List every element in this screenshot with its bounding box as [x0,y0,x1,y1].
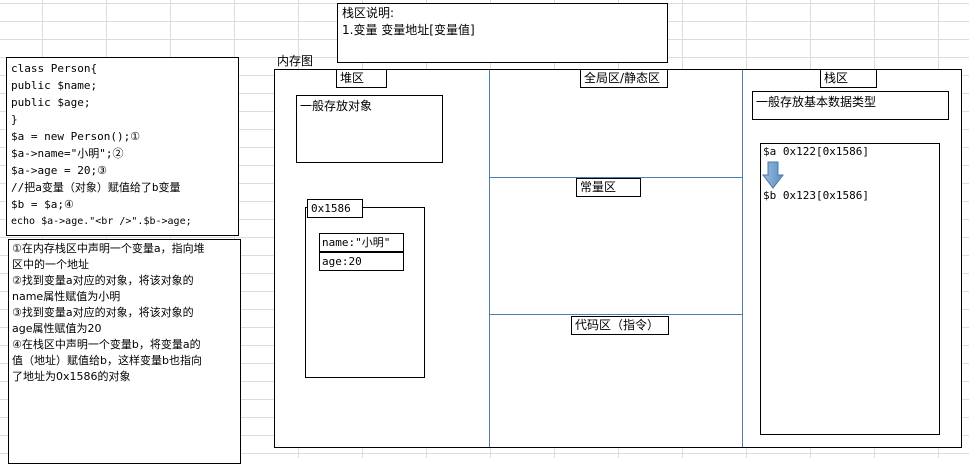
heap-divider [489,70,490,447]
memory-diagram-label: 内存图 [277,54,314,68]
constant-area-title: 常量区 [576,178,641,197]
step-line: ③找到变量a对应的对象，将该对象的 [12,306,194,319]
step-line: ①在内存栈区中声明一个变量a，指向堆 [12,242,205,255]
heap-note: 一般存放对象 [300,99,373,113]
code-line: echo $a->age."<br />".$b->age; [11,216,192,227]
object-field-name-text: name:"小明" [322,236,391,249]
object-field-age-text: age:20 [322,255,362,268]
stack-legend-box: 栈区说明: 1.变量 变量地址[变量值] [337,3,668,63]
stack-note: 一般存放基本数据类型 [756,95,877,109]
step-line: 了地址为0x1586的对象 [12,370,131,383]
code-line: $b = $a;④ [11,198,74,211]
step-line: ②找到变量a对应的对象，将该对象的 [12,274,194,287]
stack-var-b: $b 0x123[0x1586] [763,189,869,202]
stack-title: 栈区 [820,69,877,88]
global-static-title: 全局区/静态区 [580,69,668,88]
code-line: } [11,113,18,126]
legend-line: 1.变量 变量地址[变量值] [342,23,475,37]
code-box: class Person{ public $name; public $age;… [6,57,239,236]
code-line: $a->age = 20;③ [11,164,107,177]
step-line: name属性赋值为小明 [12,290,121,303]
step-line: 值（地址）赋值给b，这样变量b也指向 [12,354,202,367]
legend-title: 栈区说明: [342,6,395,20]
constant-divider [490,177,742,178]
steps-box: ①在内存栈区中声明一个变量a，指向堆 区中的一个地址 ②找到变量a对应的对象，将… [8,239,241,464]
down-arrow-icon [762,161,784,189]
object-field-name: name:"小明" [319,233,404,252]
code-line: $a->name="小明";② [11,147,124,160]
code-line: $a = new Person();① [11,130,141,143]
stack-divider [742,70,743,447]
code-area-title: 代码区（指令） [571,316,669,335]
heap-title: 堆区 [336,69,387,88]
stack-vars-box [760,143,940,435]
step-line: age属性赋值为20 [12,322,102,335]
code-line: //把a变量（对象）赋值给了b变量 [11,181,181,194]
heap-note-box: 一般存放对象 [296,95,443,163]
step-line: ④在栈区中声明一个变量b，将变量a的 [12,338,201,351]
code-line: public $age; [11,96,91,109]
step-line: 区中的一个地址 [12,258,89,271]
stack-note-box: 一般存放基本数据类型 [752,91,949,120]
code-line: public $name; [11,79,98,92]
stack-var-a: $a 0x122[0x1586] [763,145,869,158]
object-field-age: age:20 [319,252,404,271]
object-address-tag: 0x1586 [307,199,363,218]
code-line: class Person{ [11,62,98,75]
code-area-divider [490,314,742,315]
